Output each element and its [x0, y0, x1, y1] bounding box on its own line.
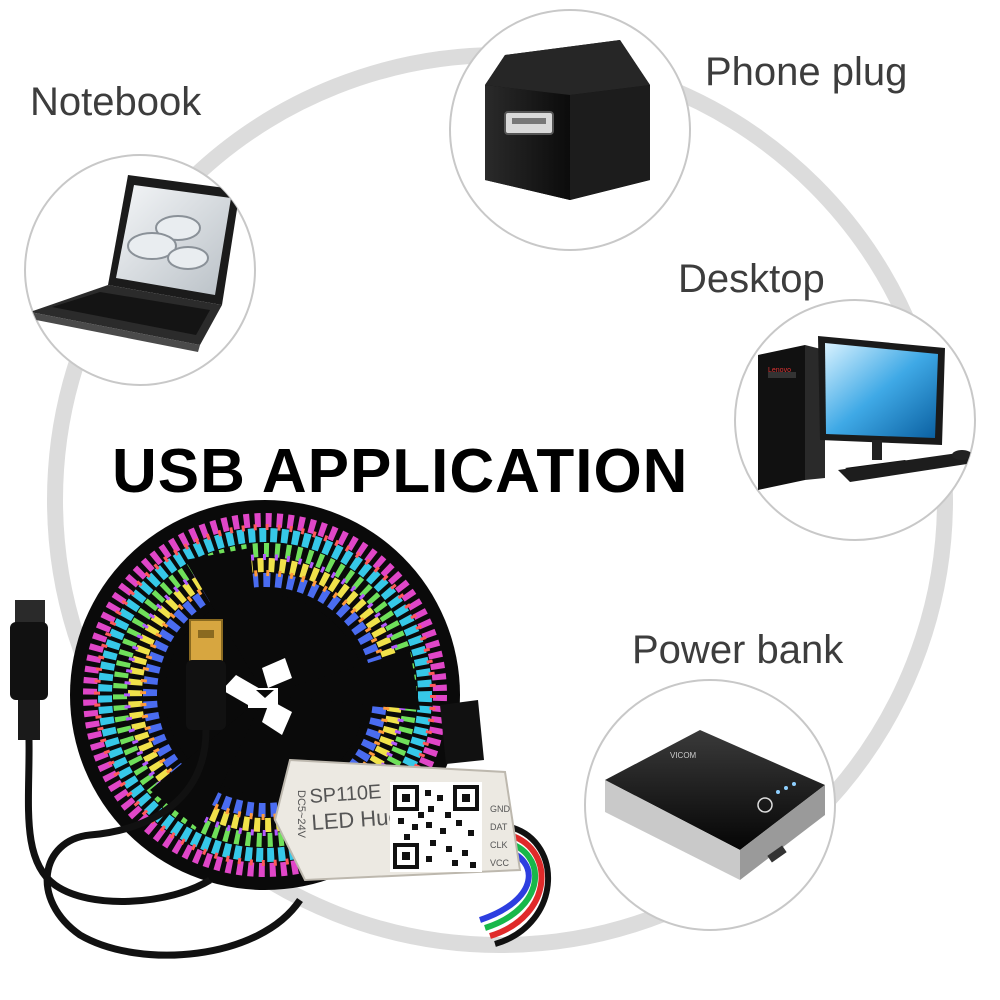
desktop-device: Lenovo: [734, 299, 976, 541]
desktop-computer-icon: Lenovo: [758, 336, 975, 490]
controller-voltage: DC5~24V: [295, 790, 307, 839]
controller-model: SP110E: [309, 781, 382, 808]
pin-dat: DAT: [490, 822, 508, 832]
controller-name: LED Hue: [311, 804, 402, 835]
pin-vcc: VCC: [490, 858, 510, 868]
dc-power-cable: [10, 600, 212, 905]
notebook-device: [24, 154, 256, 386]
usb-wall-adapter-icon: [485, 40, 650, 200]
power-bank-label: Power bank: [632, 628, 844, 672]
qr-code-icon: [390, 782, 482, 872]
phone-plug-label: Phone plug: [705, 50, 907, 94]
power-bank-brand: VICOM: [670, 751, 697, 760]
desktop-label: Desktop: [678, 257, 825, 301]
page-title: USB APPLICATION: [112, 437, 688, 506]
controller-pin-labels: GND DAT CLK VCC: [490, 804, 511, 868]
laptop-icon: [26, 175, 240, 352]
pin-clk: CLK: [490, 840, 508, 850]
desktop-brand: Lenovo: [768, 367, 791, 374]
reel-hub: [222, 658, 292, 735]
notebook-label: Notebook: [30, 80, 202, 124]
sp110e-controller: SP110E LED Hue DC5~24V GND: [273, 758, 522, 882]
power-bank-device: VICOM: [584, 679, 836, 931]
phone-plug-device: [449, 9, 691, 251]
usb-cable: [43, 619, 303, 959]
power-bank-icon: VICOM: [605, 730, 825, 880]
pin-gnd: GND: [490, 804, 511, 814]
